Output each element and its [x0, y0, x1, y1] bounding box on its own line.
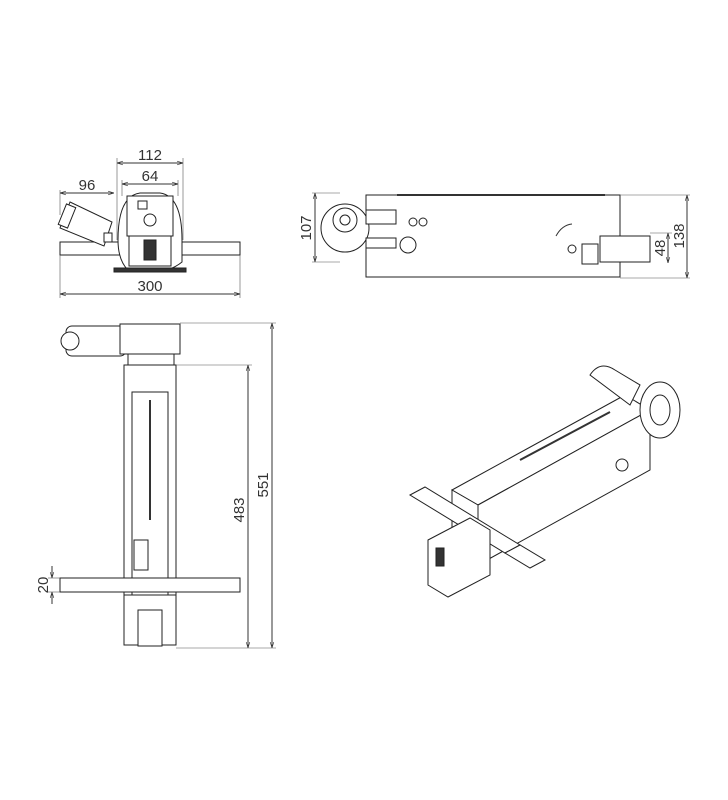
- front-view: 551 483 20: [35, 322, 276, 649]
- dim-64: 64: [142, 168, 159, 185]
- dim-107: 107: [298, 215, 315, 240]
- dim-112: 112: [138, 147, 162, 164]
- dim-20: 20: [35, 577, 52, 594]
- isometric-view: [408, 365, 681, 598]
- side-view: 107 138 48: [298, 192, 690, 279]
- dim-551: 551: [255, 472, 272, 497]
- dim-96: 96: [79, 177, 96, 194]
- dim-48: 48: [652, 240, 669, 257]
- dim-138: 138: [671, 223, 688, 248]
- dim-483: 483: [231, 497, 248, 522]
- top-view: 112 64 96 300: [57, 147, 241, 298]
- dim-300: 300: [137, 278, 162, 295]
